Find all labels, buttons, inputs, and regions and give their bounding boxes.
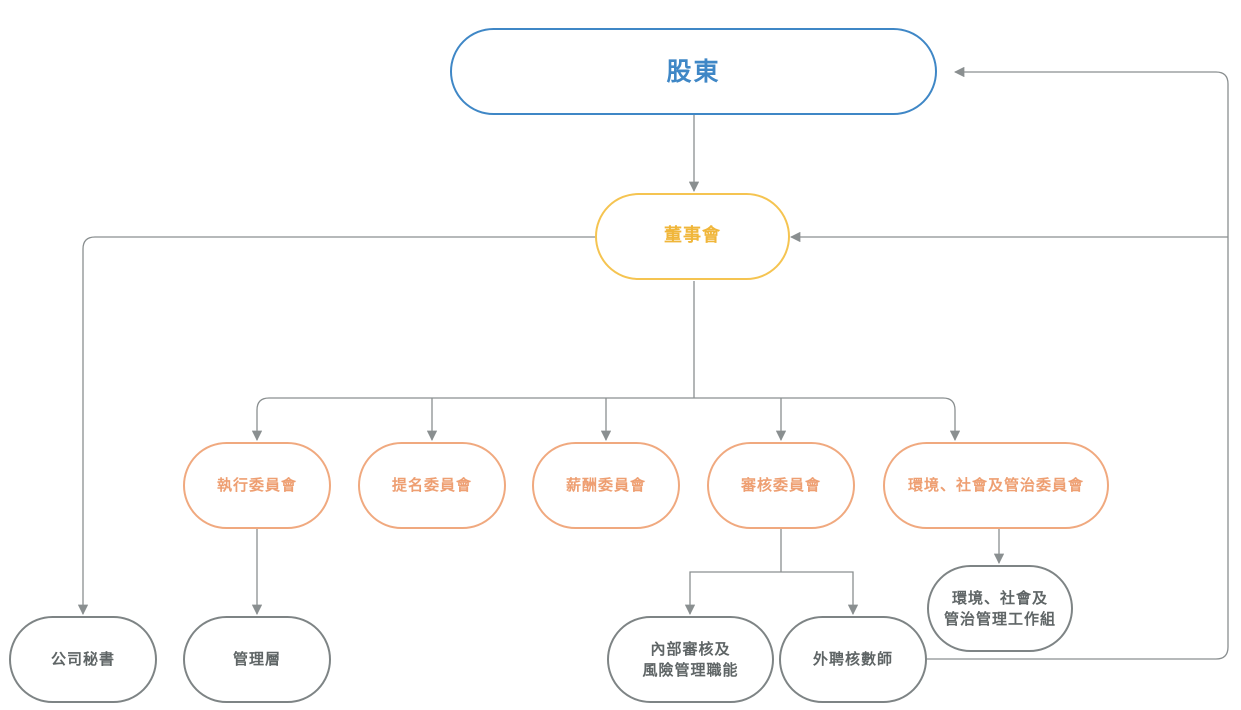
node-board-of-directors: 董事會 [595, 193, 790, 280]
connector-auditor-feedback [926, 66, 1229, 660]
node-executive-committee: 執行委員會 [183, 442, 331, 529]
node-remuneration-committee: 薪酬委員會 [532, 442, 680, 529]
node-internal-audit-risk: 內部審核及 風險管理職能 [607, 616, 774, 703]
connector-board-secretary [77, 236, 596, 616]
node-nomination-committee: 提名委員會 [358, 442, 506, 529]
node-shareholders: 股東 [450, 28, 937, 115]
node-esg-working-group: 環境、社會及 管治管理工作組 [927, 565, 1073, 652]
node-management: 管理層 [183, 616, 331, 703]
connector-audit-branch [684, 571, 859, 616]
node-audit-committee: 審核委員會 [707, 442, 855, 529]
node-esg-committee: 環境、社會及管治委員會 [883, 442, 1109, 529]
node-company-secretary: 公司秘書 [9, 616, 157, 703]
node-external-auditor: 外聘核數師 [779, 616, 927, 703]
